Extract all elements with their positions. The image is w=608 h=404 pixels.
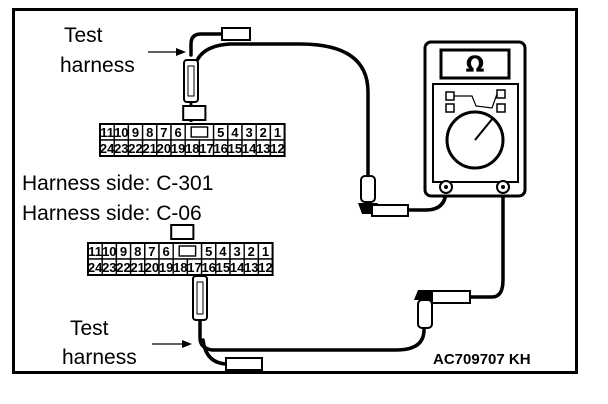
figure-code: AC709707 KH — [433, 351, 531, 368]
connector-pin-number: 15 — [228, 141, 242, 156]
meter-mode-box — [445, 91, 455, 101]
connector-pin-number: 14 — [242, 141, 257, 156]
connector-pin-number: 5 — [205, 244, 212, 259]
meter-mode-box — [496, 103, 506, 113]
connector-pin-number: 3 — [245, 125, 252, 140]
connector-pin-number: 17 — [199, 141, 213, 156]
connector-pin-number: 24 — [100, 141, 115, 156]
connector-pin-number: 9 — [120, 244, 127, 259]
test-harness-label-top-line1: Test — [64, 24, 103, 47]
connector-key-slot — [190, 126, 209, 138]
connector-pin-number: 4 — [219, 244, 227, 259]
leader-arrow-bottom — [152, 340, 192, 348]
meter-mode-box — [496, 89, 506, 99]
connector-pin-number: 6 — [162, 244, 169, 259]
connector-pin-number: 22 — [116, 260, 130, 275]
test-harness-label-bottom-line1: Test — [70, 317, 109, 340]
connector-pin-number: 12 — [258, 260, 272, 275]
connector-pin-number: 21 — [142, 141, 156, 156]
connector-pin-number: 18 — [173, 260, 187, 275]
connector-pin-number: 20 — [157, 141, 171, 156]
connector-pin-number: 18 — [185, 141, 199, 156]
harness-side-label-c301: Harness side: C-301 — [22, 172, 213, 195]
connector-pin-number: 19 — [171, 141, 185, 156]
connector-pin-number: 7 — [160, 125, 167, 140]
connector-pin-number: 19 — [159, 260, 173, 275]
harness-side-label-c06: Harness side: C-06 — [22, 202, 202, 225]
meter-lead-clip-top — [358, 175, 409, 217]
leader-arrow-top — [148, 48, 186, 56]
connector-pin-number: 5 — [217, 125, 224, 140]
connector-pin-number: 2 — [260, 125, 267, 140]
connector-outline — [99, 123, 286, 157]
connector-pin-number: 21 — [130, 260, 144, 275]
test-harness-label-bottom-line2: harness — [62, 346, 137, 369]
connector-pin-number: 4 — [231, 125, 239, 140]
diagram-frame — [12, 8, 578, 374]
connector-lock-tab — [182, 105, 207, 121]
connector-key-slot — [178, 245, 197, 257]
connector-pin-number: 16 — [213, 141, 227, 156]
connector-pin-number: 14 — [230, 260, 245, 275]
connector-pin-number: 24 — [88, 260, 103, 275]
connector-pin-number: 8 — [146, 125, 153, 140]
connector-pin-number: 17 — [187, 260, 201, 275]
connector-pin-number: 3 — [233, 244, 240, 259]
connector-pin-number: 2 — [248, 244, 255, 259]
connector-pin-number: 9 — [132, 125, 139, 140]
ohm-symbol-icon: Ω — [466, 53, 485, 78]
connector-pin-number: 8 — [134, 244, 141, 259]
connector-pin-number: 23 — [114, 141, 128, 156]
connector-pin-number: 1 — [274, 125, 281, 140]
connector-pin-number: 10 — [102, 244, 116, 259]
connector-pin-number: 11 — [88, 244, 102, 259]
connector-pin-number: 15 — [216, 260, 230, 275]
connector-pin-number: 22 — [128, 141, 142, 156]
connector-pin-number: 23 — [102, 260, 116, 275]
connector-pin-number: 13 — [256, 141, 270, 156]
connector-pin-number: 11 — [100, 125, 114, 140]
connector-pin-number: 6 — [174, 125, 181, 140]
connector-lock-tab — [170, 224, 195, 240]
test-harness-label-top-line2: harness — [60, 54, 135, 77]
connector-pin-number: 20 — [145, 260, 159, 275]
ohmmeter: Ω — [423, 40, 527, 198]
connector-outline — [87, 242, 274, 276]
test-harness-bottom-probe — [192, 264, 263, 371]
meter-mode-box — [445, 103, 455, 113]
connector-pin-number: 1 — [262, 244, 269, 259]
meter-lead-clip-bottom — [414, 290, 471, 329]
connector-pin-number: 7 — [148, 244, 155, 259]
connector-pin-number: 16 — [201, 260, 215, 275]
connector-pin-number: 10 — [114, 125, 128, 140]
connector-pin-number: 12 — [270, 141, 284, 156]
connector-pin-number: 13 — [244, 260, 258, 275]
